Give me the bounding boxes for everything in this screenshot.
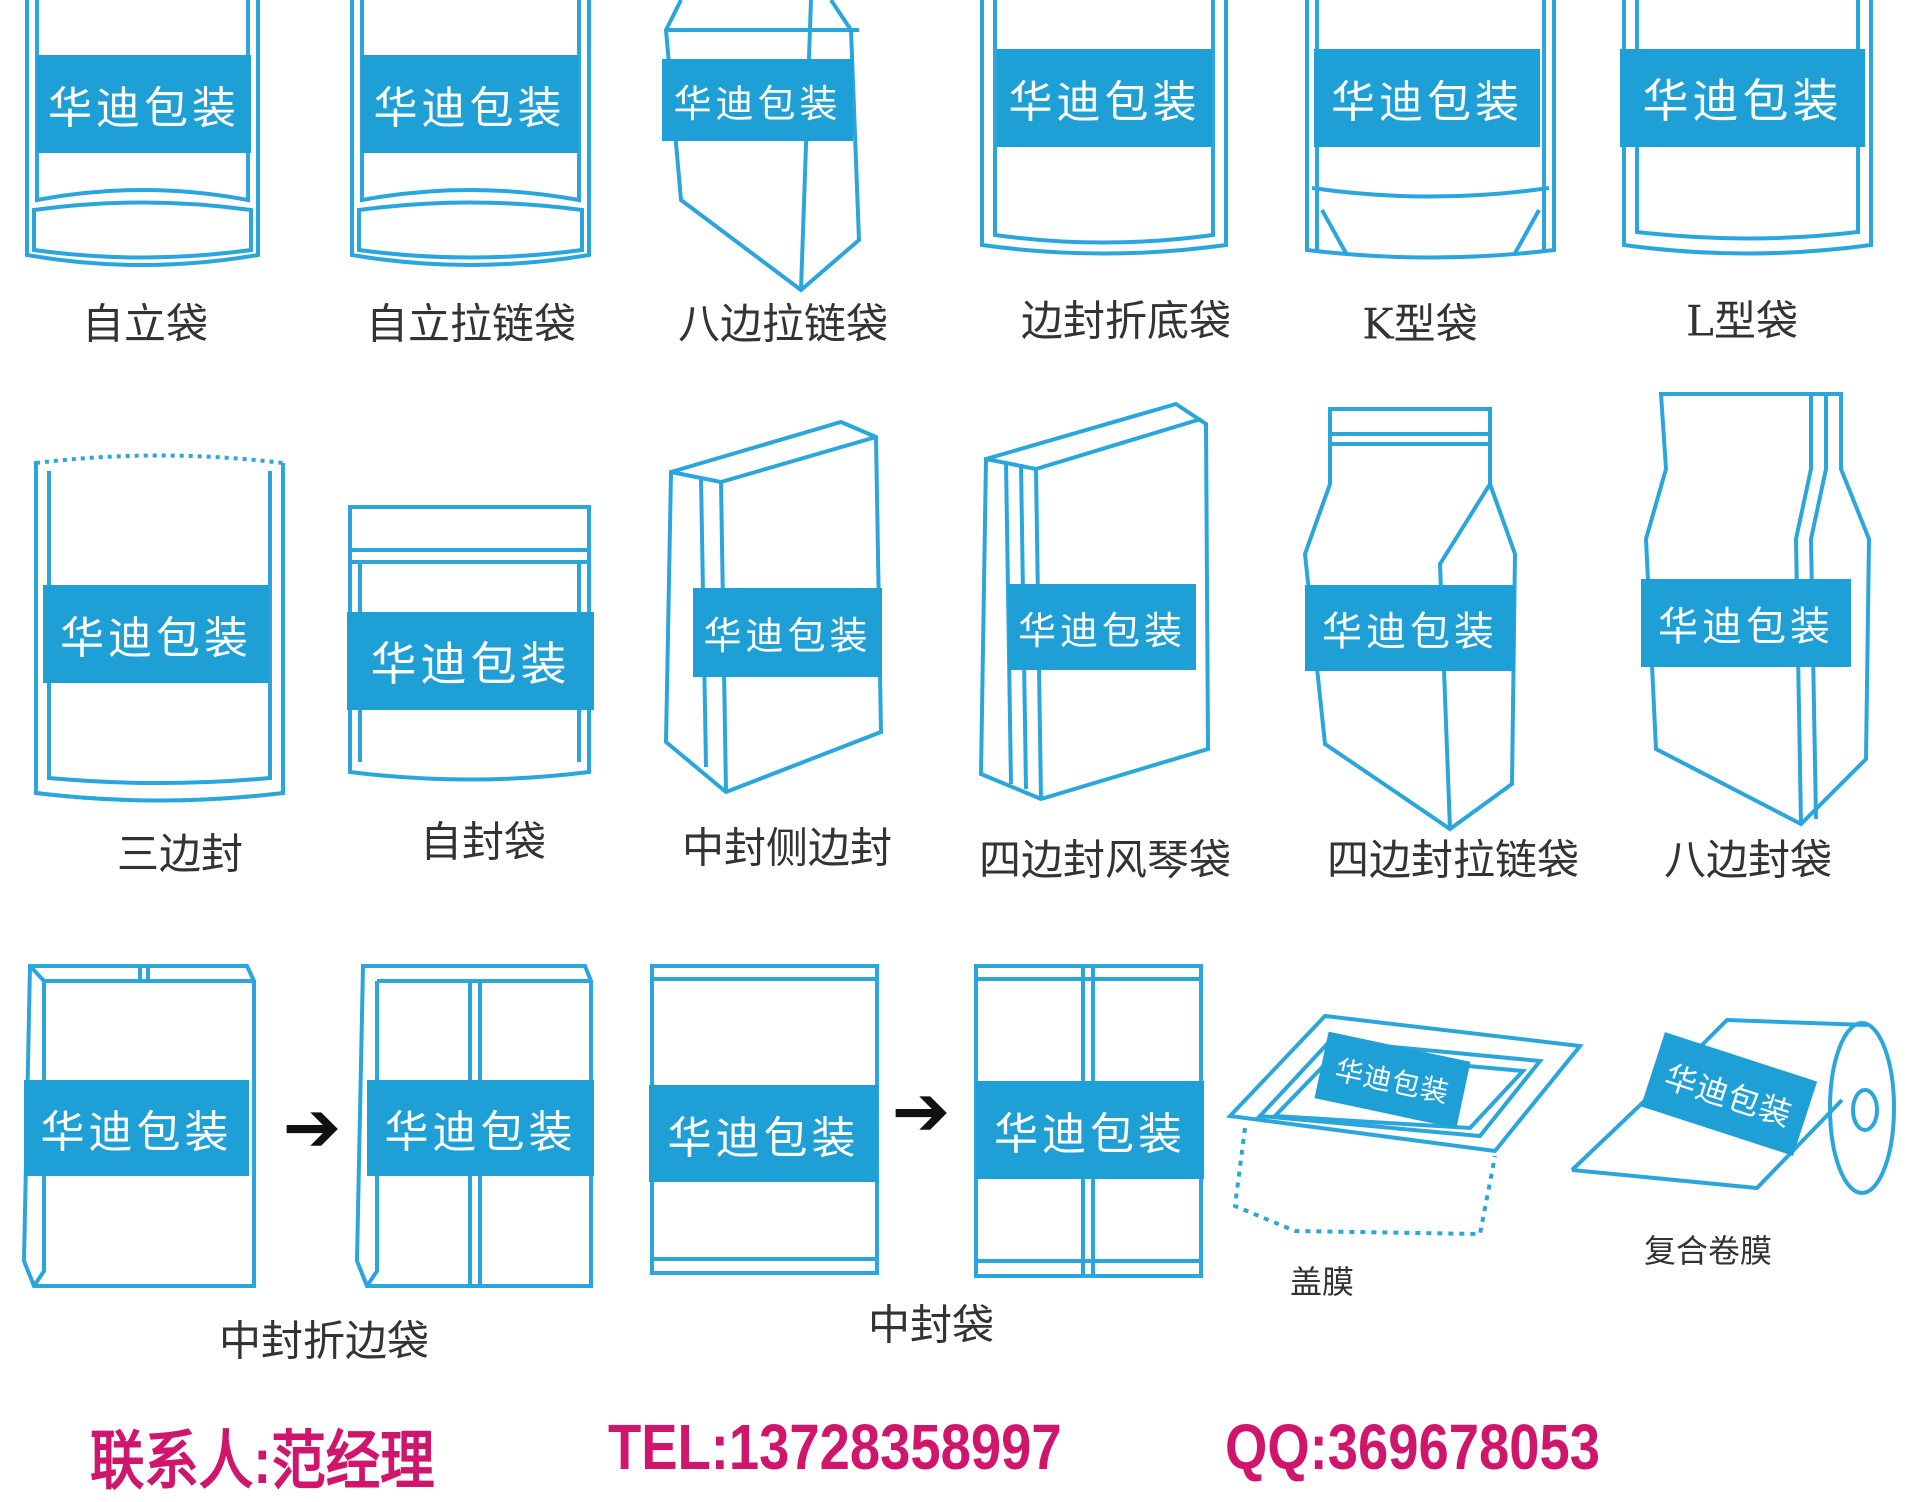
label-center-seal-side-gusset-bag: 中封侧边封 [682,823,892,873]
eight-side-zipper-pouch: 华迪包装 [661,0,863,294]
brand-band: 华迪包装 [693,588,882,677]
label-lid-film: 盖膜 [1289,1263,1355,1301]
label-stand-up-zipper-pouch: 自立拉链袋 [365,299,577,349]
composite-roll-film: 华迪包装 [1567,1010,1898,1195]
label-side-seal-fold-bottom-bag: 边封折底袋 [1020,296,1232,346]
brand-band: 华迪包装 [347,612,594,710]
brand-band: 华迪包装 [662,59,853,141]
label-three-side-seal-bag: 三边封 [116,829,244,879]
contact-tel: TEL:13728358997 [608,1411,1062,1483]
brand-band: 华迪包装 [43,585,269,683]
brand-band: 华迪包装 [649,1085,878,1182]
quad-seal-accordion-bag: 华迪包装 [976,401,1211,802]
three-side-seal-bag: 华迪包装 [31,453,288,803]
label-eight-side-seal-bag: 八边封袋 [1663,835,1833,885]
side-seal-fold-bottom-bag: 华迪包装 [977,0,1231,257]
brand-band: 华迪包装 [367,1080,594,1176]
center-seal-bag-back: 华迪包装 [971,961,1206,1283]
brand-band: 华迪包装 [37,55,251,153]
label-center-seal-bag: 中封袋 [867,1300,995,1350]
center-seal-folded-bag-back: 华迪包装 [354,961,594,1292]
label-k-type-bag: K型袋 [1362,299,1478,349]
contact-qq: QQ:369678053 [1225,1411,1601,1483]
label-ziplock-bag: 自封袋 [419,817,547,867]
brand-band: 华迪包装 [361,55,578,153]
brand-band: 华迪包装 [976,1081,1204,1179]
contact-person: 联系人:范经理 [90,1425,435,1497]
stand-up-zipper-pouch: 华迪包装 [347,0,594,269]
label-l-type-bag: L型袋 [1686,296,1798,346]
eight-side-seal-bag: 华迪包装 [1641,389,1873,827]
brand-band: 华迪包装 [1620,49,1865,147]
arrow-right-icon: ➔ [282,1086,342,1168]
label-center-seal-folded-bag: 中封折边袋 [218,1316,430,1366]
lid-film: 华迪包装 [1225,1013,1584,1237]
brand-band: 华迪包装 [997,49,1212,147]
label-quad-seal-accordion-bag: 四边封风琴袋 [978,835,1232,885]
brand-band: 华迪包装 [1008,584,1196,670]
stand-up-pouch: 华迪包装 [22,0,263,269]
brand-band: 华迪包装 [1641,579,1851,667]
center-seal-bag-front: 华迪包装 [647,961,882,1280]
brand-band: 华迪包装 [1314,49,1540,147]
l-type-bag: 华迪包装 [1619,0,1876,257]
label-quad-seal-zipper-bag: 四边封拉链袋 [1326,835,1580,885]
k-type-bag: 华迪包装 [1302,0,1559,263]
label-composite-roll-film: 复合卷膜 [1643,1232,1773,1270]
brand-band: 华迪包装 [24,1080,249,1176]
ziplock-bag: 华迪包装 [345,502,594,784]
arrow-right-icon: ➔ [891,1070,951,1152]
label-stand-up-pouch: 自立袋 [81,299,209,349]
quad-seal-zipper-bag: 华迪包装 [1300,404,1518,833]
center-seal-side-gusset-bag: 华迪包装 [661,419,884,796]
center-seal-folded-bag-front: 华迪包装 [21,961,260,1292]
brand-band: 华迪包装 [1305,585,1515,671]
label-eight-side-zipper-pouch: 八边拉链袋 [677,299,889,349]
